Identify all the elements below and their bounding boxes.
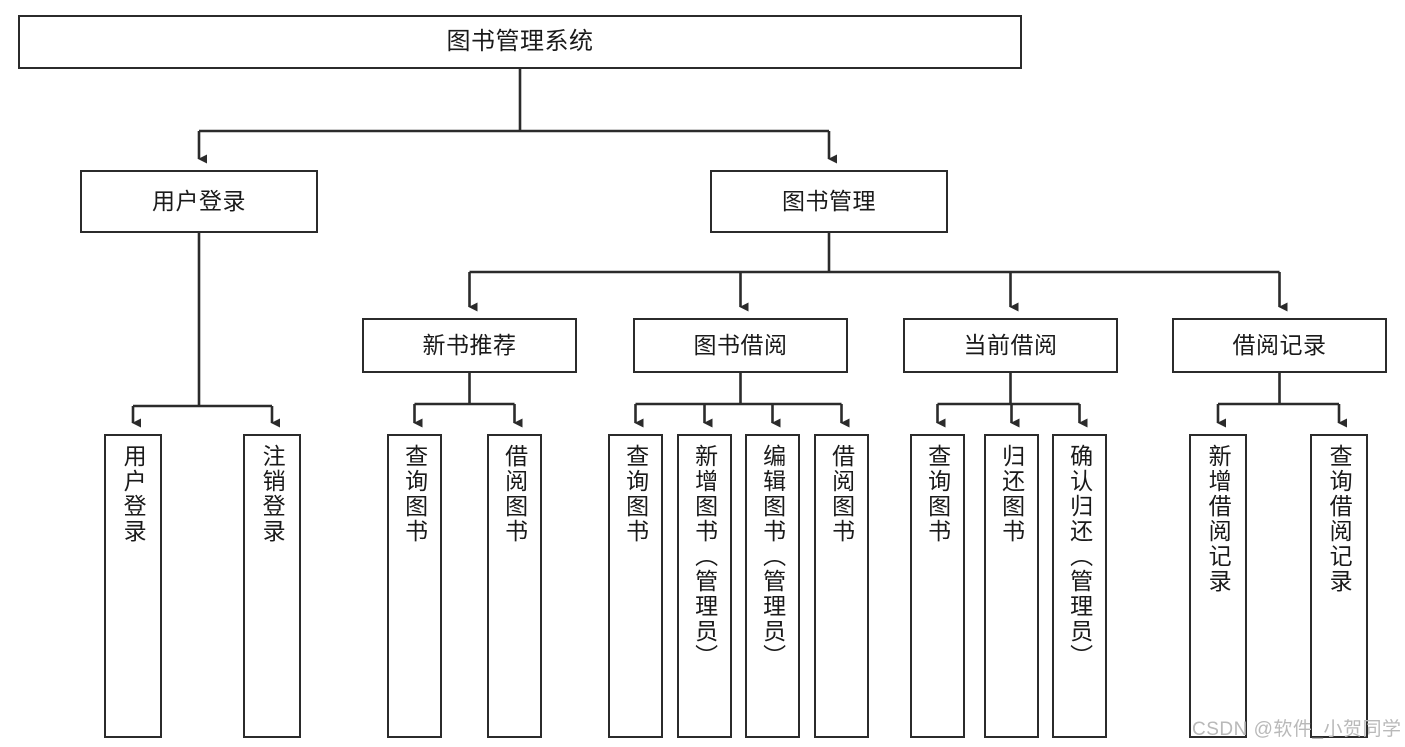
node-label: 新增借阅记录 bbox=[1205, 444, 1232, 594]
node-label: 图书管理 bbox=[782, 187, 876, 214]
node-label: 新书推荐 bbox=[422, 331, 517, 358]
node-root[interactable]: 图书管理系统 bbox=[18, 15, 1022, 69]
node-l2-book-manage[interactable]: 图书管理 bbox=[710, 170, 948, 233]
node-l4-query-book-a[interactable]: 查询图书 bbox=[387, 434, 442, 738]
node-label: 用户登录 bbox=[120, 444, 147, 544]
node-l3-current-borrow[interactable]: 当前借阅 bbox=[903, 318, 1118, 373]
node-label: 借阅记录 bbox=[1232, 331, 1327, 358]
node-l4-query-record[interactable]: 查询借阅记录 bbox=[1310, 434, 1368, 738]
node-label: 当前借阅 bbox=[963, 331, 1058, 358]
node-l4-borrow-book-b[interactable]: 借阅图书 bbox=[814, 434, 869, 738]
node-label: 查询图书 bbox=[622, 444, 649, 544]
node-l3-book-borrow[interactable]: 图书借阅 bbox=[633, 318, 848, 373]
node-label: 图书管理系统 bbox=[446, 27, 594, 55]
node-label: 借阅图书 bbox=[501, 444, 528, 544]
node-label: 查询借阅记录 bbox=[1326, 444, 1353, 594]
node-l4-borrow-book-a[interactable]: 借阅图书 bbox=[487, 434, 542, 738]
node-label: 新增图书（管理员） bbox=[691, 444, 718, 669]
node-l4-add-book[interactable]: 新增图书（管理员） bbox=[677, 434, 732, 738]
node-label: 图书借阅 bbox=[693, 331, 788, 358]
node-label: 查询图书 bbox=[924, 444, 951, 544]
node-l2-user-login[interactable]: 用户登录 bbox=[80, 170, 318, 233]
node-label: 查询图书 bbox=[401, 444, 428, 544]
node-label: 归还图书 bbox=[998, 444, 1025, 544]
node-l4-add-record[interactable]: 新增借阅记录 bbox=[1189, 434, 1247, 738]
node-label: 用户登录 bbox=[152, 187, 246, 214]
node-l4-edit-book[interactable]: 编辑图书（管理员） bbox=[745, 434, 800, 738]
csdn-watermark: CSDN @软件_小贺同学 bbox=[1192, 719, 1402, 740]
node-label: 编辑图书（管理员） bbox=[759, 444, 786, 669]
node-l3-new-book-rec[interactable]: 新书推荐 bbox=[362, 318, 577, 373]
node-label: 借阅图书 bbox=[828, 444, 855, 544]
node-l4-confirm-return[interactable]: 确认归还（管理员） bbox=[1052, 434, 1107, 738]
node-label: 注销登录 bbox=[259, 444, 286, 544]
node-l4-query-book-b[interactable]: 查询图书 bbox=[608, 434, 663, 738]
node-l4-logout[interactable]: 注销登录 bbox=[243, 434, 301, 738]
node-l4-query-book-c[interactable]: 查询图书 bbox=[910, 434, 965, 738]
node-l3-borrow-record[interactable]: 借阅记录 bbox=[1172, 318, 1387, 373]
node-l4-return-book[interactable]: 归还图书 bbox=[984, 434, 1039, 738]
node-l4-user-login[interactable]: 用户登录 bbox=[104, 434, 162, 738]
node-label: 确认归还（管理员） bbox=[1066, 444, 1093, 669]
